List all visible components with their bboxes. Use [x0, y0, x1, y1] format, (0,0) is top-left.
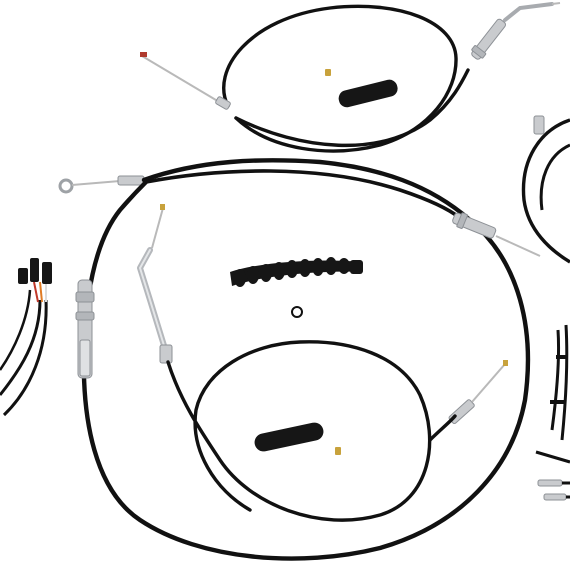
- idle-cable-lower: [137, 204, 508, 522]
- ferrule: [533, 115, 545, 135]
- connector: [18, 268, 28, 284]
- connector: [42, 262, 52, 284]
- connector: [30, 258, 39, 282]
- inner-wire: [471, 363, 506, 403]
- throttle-cable-upper: [140, 2, 561, 153]
- cable-sheath: [234, 68, 470, 148]
- ferrule: [117, 175, 145, 186]
- cable-sheath: [428, 414, 457, 442]
- wire-tip: [503, 360, 508, 366]
- brass-nipple: [325, 69, 331, 76]
- brass-nipple: [335, 447, 341, 455]
- eyelet: [58, 178, 74, 194]
- steel-tube: [503, 2, 554, 22]
- inner-wire: [551, 2, 561, 5]
- right-side-cables: [521, 115, 570, 464]
- inner-wire: [71, 180, 121, 186]
- ferrule: [159, 344, 173, 364]
- inner-wire: [141, 55, 227, 107]
- terminal-pins: [537, 479, 570, 501]
- cable-sheath: [144, 169, 462, 220]
- ferrule: [215, 96, 231, 110]
- inner-wire: [495, 235, 541, 257]
- inner-wire: [151, 207, 164, 249]
- grip-upper: [338, 79, 398, 108]
- o-ring: [291, 306, 303, 318]
- rubber-boot: [230, 257, 363, 287]
- chrome-fitting: [452, 212, 497, 239]
- wire-tip-red: [140, 52, 147, 57]
- grip-lower: [254, 422, 324, 452]
- cable-sheath: [222, 4, 458, 153]
- chrome-adjuster: [75, 279, 95, 379]
- cable-sheath: [166, 340, 432, 522]
- wire-tip: [160, 204, 165, 210]
- wire-harness: [0, 258, 52, 417]
- chrome-fitting: [471, 18, 507, 60]
- clutch-cable-main: [58, 158, 541, 561]
